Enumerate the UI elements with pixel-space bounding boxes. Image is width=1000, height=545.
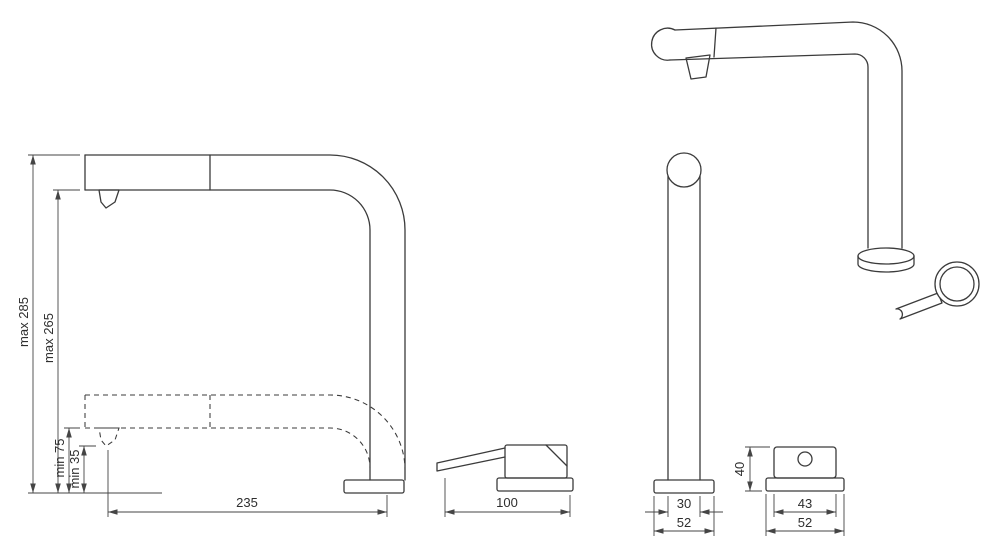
riser-base-plate	[653, 479, 715, 494]
dim-label-max-total-height: max 285	[16, 297, 31, 347]
dim-label-reach: 235	[236, 495, 258, 510]
front-spout-inner-outline	[669, 53, 869, 249]
faucet-side-view	[84, 154, 406, 494]
spout-outer-outline	[84, 154, 406, 481]
base-plate-side	[343, 479, 405, 494]
mixer-knob-inner	[939, 266, 975, 302]
dim-label-max-spout-height: max 265	[41, 313, 56, 363]
side-view-dimensions: max 285 max 265 min 75 min 35 235	[16, 154, 388, 517]
extension-lines-riser	[653, 496, 715, 536]
extension-lines-mixer-width	[765, 494, 845, 536]
lever-base-plate	[496, 477, 574, 492]
riser-pipe	[667, 175, 701, 481]
mixer-lever-arm	[895, 292, 943, 320]
mixer-base-plate	[765, 477, 845, 492]
dim-label-mixer-body-width: 43	[798, 496, 812, 511]
front-spout-outer-outline	[674, 21, 903, 249]
spout-inner-outline	[84, 189, 371, 481]
dim-label-mixer-height: 40	[732, 462, 747, 476]
outlet-flange-top	[857, 247, 915, 265]
swivel-joint	[666, 152, 702, 188]
front-head-rounded-cap	[650, 27, 676, 61]
lever-body-crease	[545, 444, 568, 467]
front-spray-nozzle	[685, 54, 711, 80]
dim-label-pipe-width: 30	[677, 496, 691, 511]
lowered-outer-outline	[85, 394, 406, 471]
lowered-aerator-tip	[98, 427, 120, 447]
faucet-front-view	[650, 21, 980, 494]
outlet-flange-rim	[857, 255, 915, 273]
extension-lines-left	[28, 154, 162, 494]
lowered-spout-dashed	[84, 394, 406, 471]
front-head-joint-line	[713, 27, 717, 58]
mixer-front-view	[765, 446, 845, 492]
dim-label-riser-base-width: 52	[677, 515, 691, 530]
lever-handle-side-view	[436, 444, 574, 492]
lever-rod	[436, 447, 506, 472]
extension-lines-reach	[107, 450, 388, 517]
dim-label-min-spout-clearance: min 75	[52, 438, 67, 477]
lowered-inner-outline	[85, 427, 371, 469]
mixer-dimensions: 40 43 52	[732, 446, 845, 536]
mixer-body-button	[797, 451, 813, 467]
riser-dimensions: 30 52	[645, 496, 723, 536]
dim-label-lever-length: 100	[496, 495, 518, 510]
aerator-tip	[98, 189, 120, 209]
lever-body	[504, 444, 568, 479]
dim-label-mixer-base-width: 52	[798, 515, 812, 530]
dim-label-min-aerator-clearance: min 35	[67, 449, 82, 488]
mixer-knob-outer	[934, 261, 980, 307]
lever-dimensions: 100	[444, 478, 571, 517]
